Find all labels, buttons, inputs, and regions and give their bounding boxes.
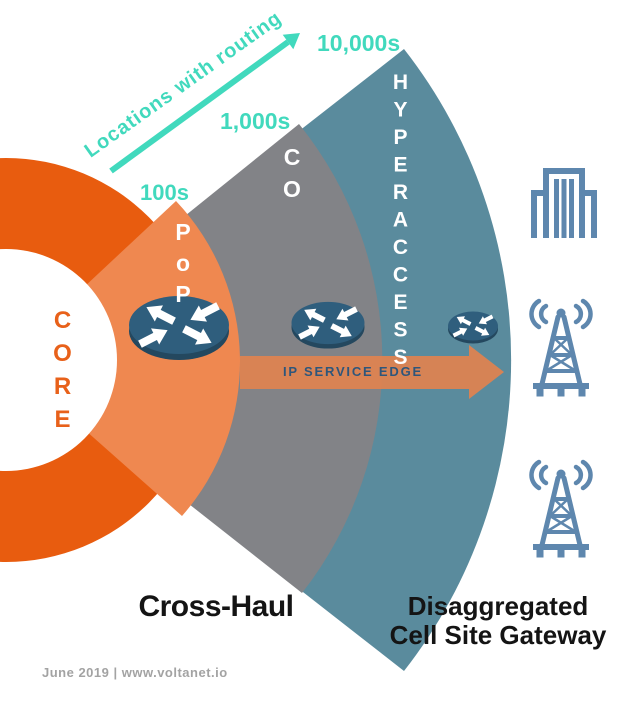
locations-axis-arrow <box>109 33 300 174</box>
router-icon <box>448 311 498 344</box>
scale-label-100s: 100s <box>140 180 189 205</box>
scale-label-10000s: 10,000s <box>317 30 401 56</box>
pop-sector <box>6 201 240 516</box>
core-hole <box>0 249 117 471</box>
cross-haul-label: Cross-Haul <box>138 590 294 623</box>
zone-label-pop: PoP <box>170 219 196 312</box>
cell-tower-icon <box>531 301 590 393</box>
zone-label-co: CO <box>279 144 305 208</box>
ip-service-edge-label: IP SERVICE EDGE <box>283 364 423 379</box>
scale-label-1000s: 1,000s <box>220 108 291 134</box>
zone-label-hyperaccess: HYPERACCESS <box>389 71 412 374</box>
zone-label-core: CORE <box>49 307 76 439</box>
ip-service-edge-arrow <box>240 345 504 399</box>
cell-site-gateway-label: Disaggregated Cell Site Gateway <box>389 591 607 650</box>
building-icon <box>531 168 597 238</box>
footer-credit: June 2019 | www.voltanet.io <box>42 665 228 680</box>
cell-tower-icon <box>531 462 590 554</box>
router-icon <box>291 301 365 349</box>
